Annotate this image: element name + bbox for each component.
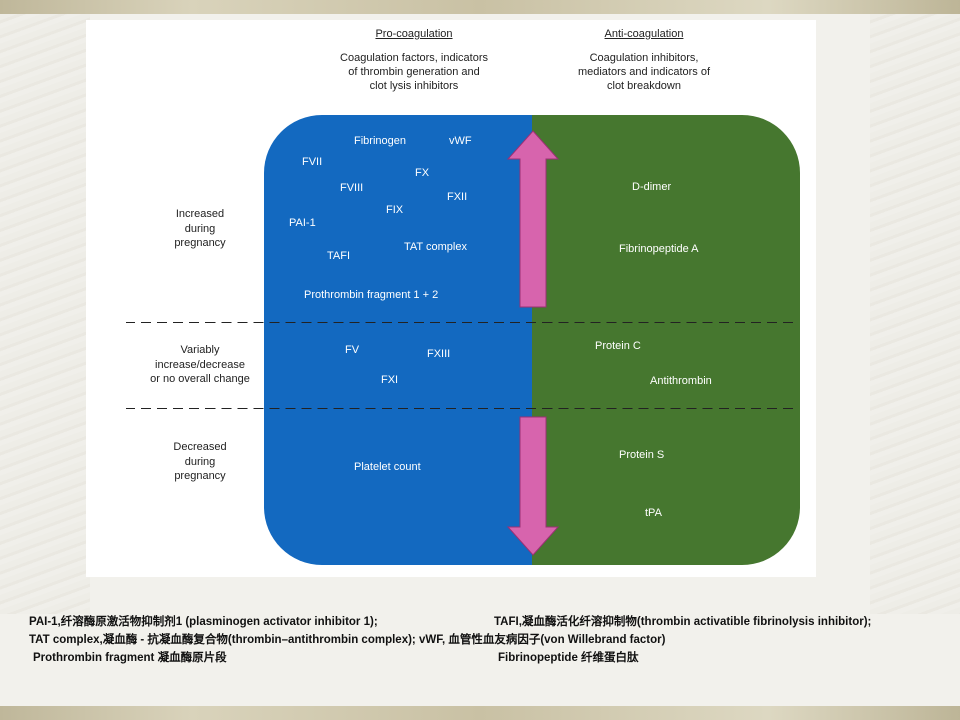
left-background-texture	[0, 14, 90, 614]
label-fvii: FVII	[302, 156, 323, 168]
footer-line-2: TAT complex,凝血酶 - 抗凝血酶复合物(thrombin–antit…	[29, 634, 666, 646]
label-fibrinopeptide-a: Fibrinopeptide A	[619, 243, 699, 255]
row-label-increased: Increased during pregnancy	[130, 207, 270, 251]
bottom-decor-band	[0, 706, 960, 720]
arrow-down	[506, 416, 560, 556]
anti-coagulation-region	[532, 115, 800, 565]
row-label-variable-line-1: Variably	[180, 344, 220, 356]
top-decor-band	[0, 0, 960, 14]
footer-line-1-left: PAI-1,纤溶酶原激活物抑制剂1 (plasminogen activator…	[29, 616, 378, 628]
row-label-variable-line-2: increase/decrease	[155, 358, 245, 371]
row-label-increased-line-1: Increased	[175, 208, 225, 220]
label-fviii: FVIII	[340, 182, 364, 194]
pro-coagulation-subtitle: Coagulation factors, indicators of throm…	[314, 51, 514, 93]
row-label-variable-line-3: or no overall change	[150, 373, 250, 385]
anti-subtitle-line-1: Coagulation inhibitors,	[589, 52, 699, 64]
separator-line-upper	[126, 322, 798, 323]
label-pai-1: PAI-1	[289, 217, 316, 229]
footer-line-3-right: Fibrinopeptide 纤维蛋白肽	[498, 652, 639, 664]
row-label-decreased-line-2: during	[184, 455, 216, 468]
pro-coagulation-header: Pro-coagulation Coagulation factors, ind…	[314, 27, 514, 93]
row-label-increased-line-2: during	[184, 222, 216, 235]
anti-subtitle-line-2: mediators and indicators of	[577, 66, 711, 78]
label-prothrombin-fragment: Prothrombin fragment 1 + 2	[304, 289, 439, 301]
label-fxii: FXII	[447, 191, 468, 203]
label-tpa: tPA	[645, 507, 662, 519]
separator-line-lower	[126, 408, 798, 409]
row-label-variable: Variably increase/decrease or no overall…	[130, 343, 270, 387]
label-vwf: vWF	[449, 135, 472, 147]
row-label-decreased-line-3: pregnancy	[174, 470, 226, 482]
row-label-decreased: Decreased during pregnancy	[130, 440, 270, 484]
pro-coagulation-title: Pro-coagulation	[375, 28, 453, 40]
pro-coagulation-region	[264, 115, 532, 565]
row-label-decreased-line-1: Decreased	[173, 441, 227, 453]
right-background-texture	[870, 14, 960, 614]
footer-line-1-right: TAFI,凝血酶活化纤溶抑制物(thrombin activatible fib…	[494, 616, 872, 628]
label-fxiii: FXIII	[427, 348, 451, 360]
label-fv: FV	[345, 344, 360, 356]
row-label-increased-line-3: pregnancy	[174, 237, 226, 249]
label-fibrinogen: Fibrinogen	[354, 135, 406, 147]
anti-coagulation-header: Anti-coagulation Coagulation inhibitors,…	[544, 27, 744, 93]
footer-line-3-left: Prothrombin fragment 凝血酶原片段	[33, 652, 227, 664]
anti-coagulation-subtitle: Coagulation inhibitors, mediators and in…	[544, 51, 744, 93]
label-protein-c: Protein C	[595, 340, 641, 352]
pro-subtitle-line-3: clot lysis inhibitors	[369, 80, 459, 92]
label-protein-s: Protein S	[619, 449, 665, 461]
label-fxi: FXI	[381, 374, 399, 386]
label-tat-complex: TAT complex	[404, 241, 467, 253]
anti-subtitle-line-3: clot breakdown	[607, 80, 681, 92]
label-antithrombin: Antithrombin	[650, 375, 712, 387]
arrow-up	[506, 130, 560, 308]
label-tafi: TAFI	[327, 250, 351, 262]
label-platelet-count: Platelet count	[354, 461, 421, 473]
label-d-dimer: D-dimer	[632, 181, 672, 193]
label-fix: FIX	[386, 204, 404, 216]
anti-coagulation-title: Anti-coagulation	[604, 28, 684, 40]
arrows-overlay	[506, 130, 560, 556]
pro-subtitle-line-2: of thrombin generation and	[348, 66, 480, 78]
coagulation-region	[264, 115, 800, 565]
label-fx: FX	[415, 167, 430, 179]
pro-subtitle-line-1: Coagulation factors, indicators	[340, 52, 488, 64]
